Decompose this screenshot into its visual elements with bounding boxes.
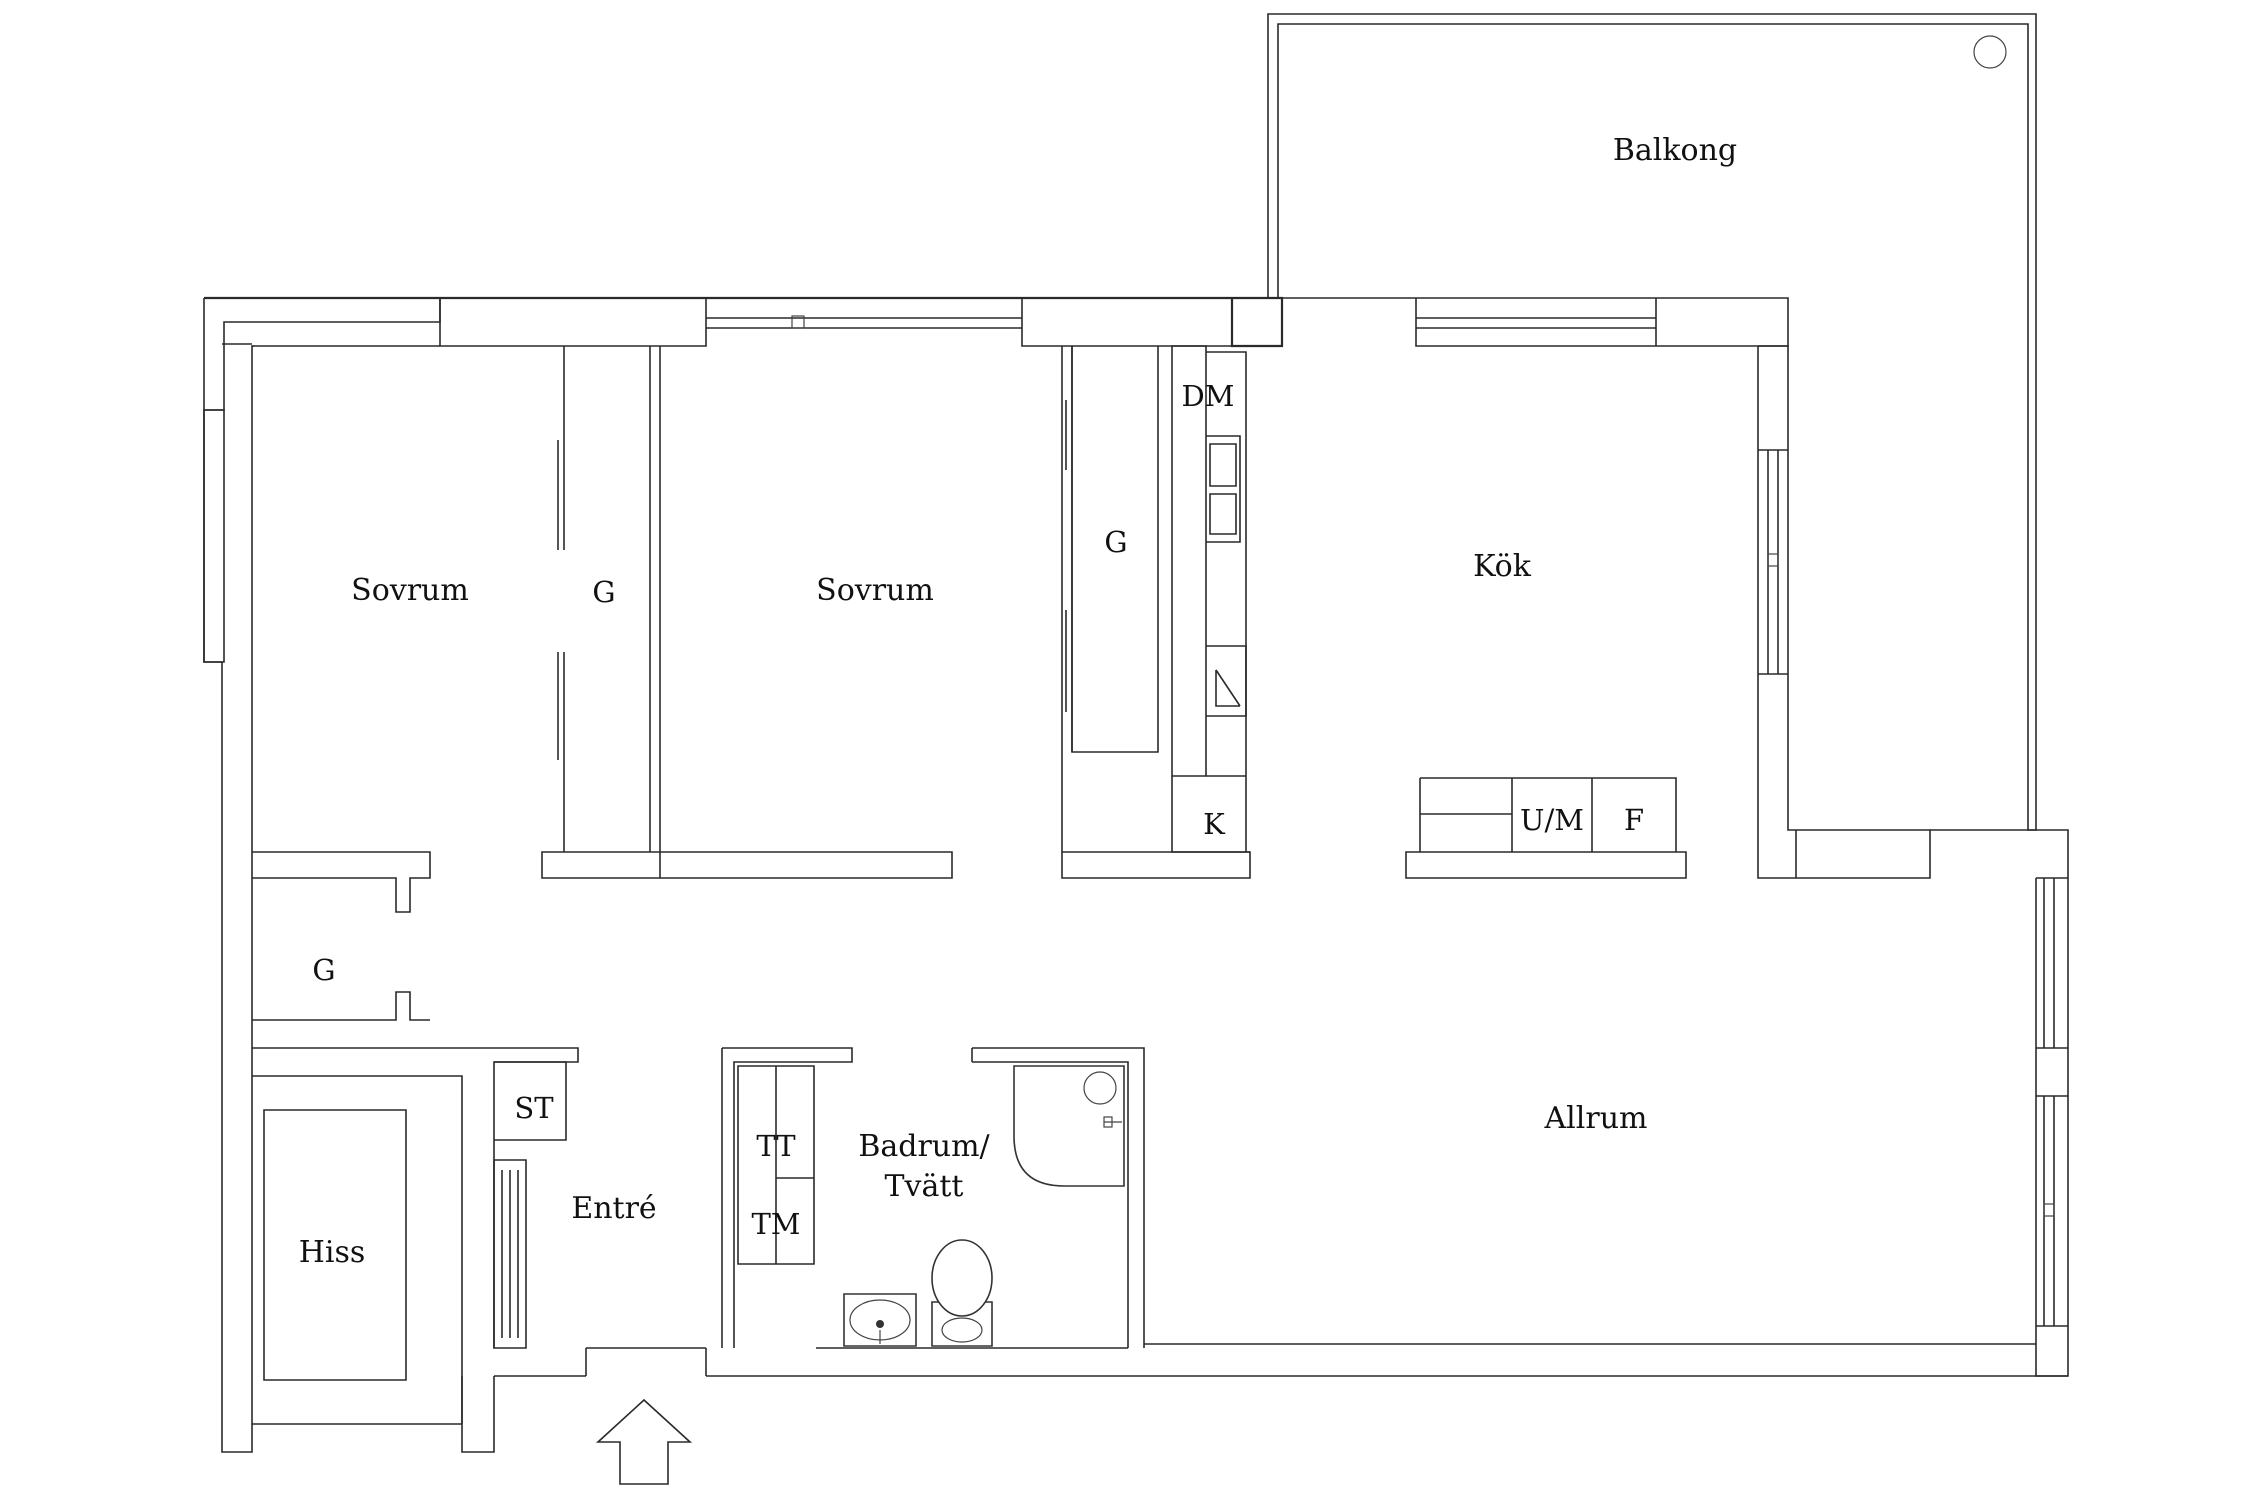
oven-microwave-label: U/M [1520,803,1584,837]
fridge-label: K [1203,807,1226,841]
storage-label: ST [514,1091,554,1125]
living-room-label: Allrum [1544,1101,1648,1136]
freezer-label: F [1624,803,1644,837]
sink-icon [843,1293,917,1347]
interior-walls [252,345,1687,1424]
wardrobe-3-label: G [312,953,335,987]
entrance-label: Entré [571,1191,656,1226]
entrance-arrow-icon [595,1398,693,1485]
bathroom-label-line2: Tvätt [885,1169,964,1204]
kitchen-label: Kök [1473,549,1532,584]
wardrobe-1-label: G [592,575,615,609]
bedroom-2-label: Sovrum [816,573,934,608]
wardrobe-2-label: G [1104,525,1127,559]
outer-walls [203,296,2069,1453]
dishwasher-label: DM [1182,379,1235,413]
balcony-label: Balkong [1613,133,1737,168]
drain-icon [1973,35,2007,69]
elevator-label: Hiss [299,1235,366,1270]
fixture-labels: G G G DM K U/M F ST TT TM [312,379,1644,1241]
dryer-label: TT [756,1129,796,1163]
toilet-icon [931,1239,993,1347]
bedroom-1-label: Sovrum [351,573,469,608]
washer-label: TM [751,1207,800,1241]
bathroom-label-line1: Badrum/ [858,1129,990,1164]
room-labels: Balkong Sovrum Sovrum Kök Allrum Badrum/… [299,133,1737,1270]
